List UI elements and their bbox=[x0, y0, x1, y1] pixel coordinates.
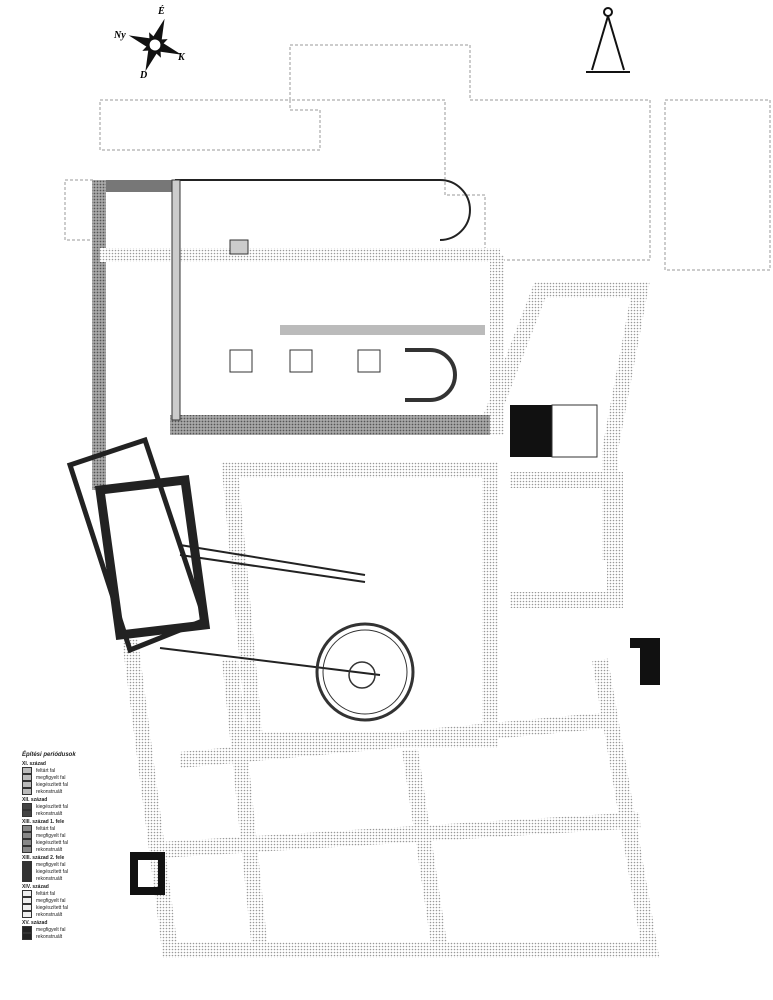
legend-swatch bbox=[22, 839, 32, 846]
legend-swatch bbox=[22, 774, 32, 781]
legend-group-label: XV. század bbox=[22, 920, 48, 926]
compass-rose-icon bbox=[128, 18, 182, 72]
legend-row: megfigyelt fal bbox=[22, 774, 112, 781]
legend-swatch bbox=[22, 926, 32, 933]
legend-swatch bbox=[22, 890, 32, 897]
legend-group-label: XII. század bbox=[22, 797, 48, 803]
legend-row-label: kiegészített fal bbox=[36, 839, 68, 846]
legend-row-label: rekonstruált bbox=[36, 788, 63, 795]
legend-swatch bbox=[22, 861, 32, 868]
legend-row-label: megfigyelt fal bbox=[36, 832, 66, 839]
legend-row-label: rekonstruált bbox=[36, 810, 63, 817]
legend-row-label: rekonstruált bbox=[36, 875, 63, 882]
legend-row-label: rekonstruált bbox=[36, 933, 63, 940]
compass-south-label: D bbox=[140, 70, 148, 81]
east-gate-structure bbox=[630, 638, 660, 685]
legend-swatch bbox=[22, 846, 32, 853]
legend-row: rekonstruált bbox=[22, 933, 112, 940]
west-chapel bbox=[66, 436, 381, 676]
legend-row: rekonstruált bbox=[22, 810, 112, 817]
legend-row: feltárt fal bbox=[22, 825, 112, 832]
legend-row-label: feltárt fal bbox=[36, 767, 56, 774]
legend-row: megfigyelt fal bbox=[22, 861, 112, 868]
legend-swatch bbox=[22, 810, 32, 817]
legend-row-label: feltárt fal bbox=[36, 890, 56, 897]
legend-group-label: XIII. század 1. fele bbox=[22, 819, 65, 825]
tower-base bbox=[510, 405, 552, 457]
legend-row-label: megfigyelt fal bbox=[36, 926, 66, 933]
legend-row: rekonstruált bbox=[22, 911, 112, 918]
legend-swatch bbox=[22, 868, 32, 875]
legend-row-label: megfigyelt fal bbox=[36, 897, 66, 904]
compass-north-label: É bbox=[158, 6, 165, 17]
south-gate-structure bbox=[130, 852, 165, 895]
legend-swatch bbox=[22, 875, 32, 882]
legend-row: rekonstruált bbox=[22, 788, 112, 795]
legend-row: kiegészített fal bbox=[22, 803, 112, 810]
compass-west-label: Ny bbox=[114, 30, 126, 41]
legend-swatch bbox=[22, 825, 32, 832]
legend-row-label: rekonstruált bbox=[36, 846, 63, 853]
legend-swatch bbox=[22, 767, 32, 774]
legend-row: rekonstruált bbox=[22, 846, 112, 853]
legend-row: kiegészített fal bbox=[22, 839, 112, 846]
compass-east-label: K bbox=[178, 52, 185, 63]
legend-swatch bbox=[22, 897, 32, 904]
legend-row: megfigyelt fal bbox=[22, 897, 112, 904]
legend-row-label: kiegészített fal bbox=[36, 904, 68, 911]
legend-row: kiegészített fal bbox=[22, 904, 112, 911]
legend-row-label: rekonstruált bbox=[36, 911, 63, 918]
scale-divider-icon bbox=[586, 7, 630, 73]
legend-row-label: kiegészített fal bbox=[36, 803, 68, 810]
legend-row-label: megfigyelt fal bbox=[36, 774, 66, 781]
rotunda bbox=[315, 622, 415, 722]
legend-swatch bbox=[22, 788, 32, 795]
legend-group-label: XIV. század bbox=[22, 884, 49, 890]
legend-group-label: XI. század bbox=[22, 761, 46, 767]
legend-swatch bbox=[22, 803, 32, 810]
legend-swatch bbox=[22, 904, 32, 911]
legend-row: rekonstruált bbox=[22, 875, 112, 882]
legend-row: megfigyelt fal bbox=[22, 832, 112, 839]
legend-row: feltárt fal bbox=[22, 767, 112, 774]
legend-row: megfigyelt fal bbox=[22, 926, 112, 933]
legend-title: Építési periódusok bbox=[22, 752, 76, 758]
legend-row: kiegészített fal bbox=[22, 868, 112, 875]
legend-swatch bbox=[22, 832, 32, 839]
legend-row: kiegészített fal bbox=[22, 781, 112, 788]
cloister-walls bbox=[122, 282, 660, 958]
legend-row-label: kiegészített fal bbox=[36, 781, 68, 788]
legend-swatch bbox=[22, 781, 32, 788]
legend-group-label: XIII. század 2. fele bbox=[22, 855, 65, 861]
legend-swatch bbox=[22, 933, 32, 940]
legend-row: feltárt fal bbox=[22, 890, 112, 897]
legend-row-label: feltárt fal bbox=[36, 825, 56, 832]
church-walls bbox=[92, 179, 598, 490]
legend-row-label: megfigyelt fal bbox=[36, 861, 66, 868]
modern-building-outlines bbox=[64, 44, 771, 271]
legend-row-label: kiegészített fal bbox=[36, 868, 68, 875]
legend-swatch bbox=[22, 911, 32, 918]
